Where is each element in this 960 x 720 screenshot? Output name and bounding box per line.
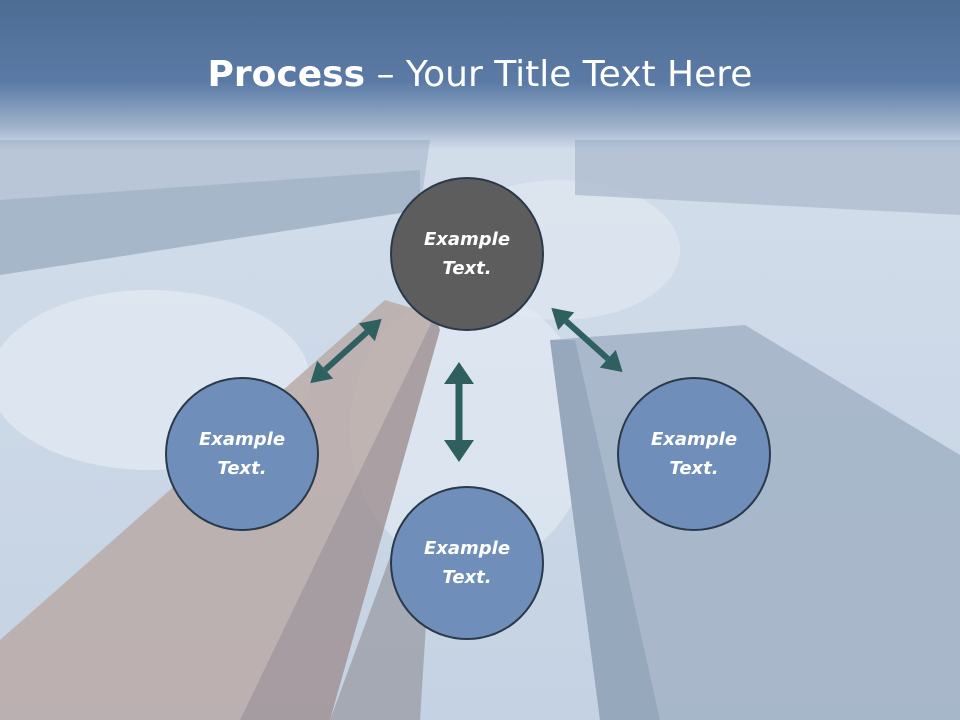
slide-title: Process – Your Title Text Here — [0, 50, 960, 100]
node-top[interactable]: Example Text. — [390, 177, 544, 331]
node-bottom-label: Example Text. — [423, 538, 511, 588]
node-top-label: Example Text. — [423, 229, 511, 279]
node-bottom[interactable]: Example Text. — [390, 486, 544, 640]
title-bar — [0, 0, 960, 150]
title-rest: – Your Title Text Here — [365, 54, 753, 95]
node-left-label: Example Text. — [198, 429, 286, 479]
node-left[interactable]: Example Text. — [165, 377, 319, 531]
node-right-label: Example Text. — [650, 429, 738, 479]
node-right[interactable]: Example Text. — [617, 377, 771, 531]
title-bold: Process — [207, 54, 366, 95]
